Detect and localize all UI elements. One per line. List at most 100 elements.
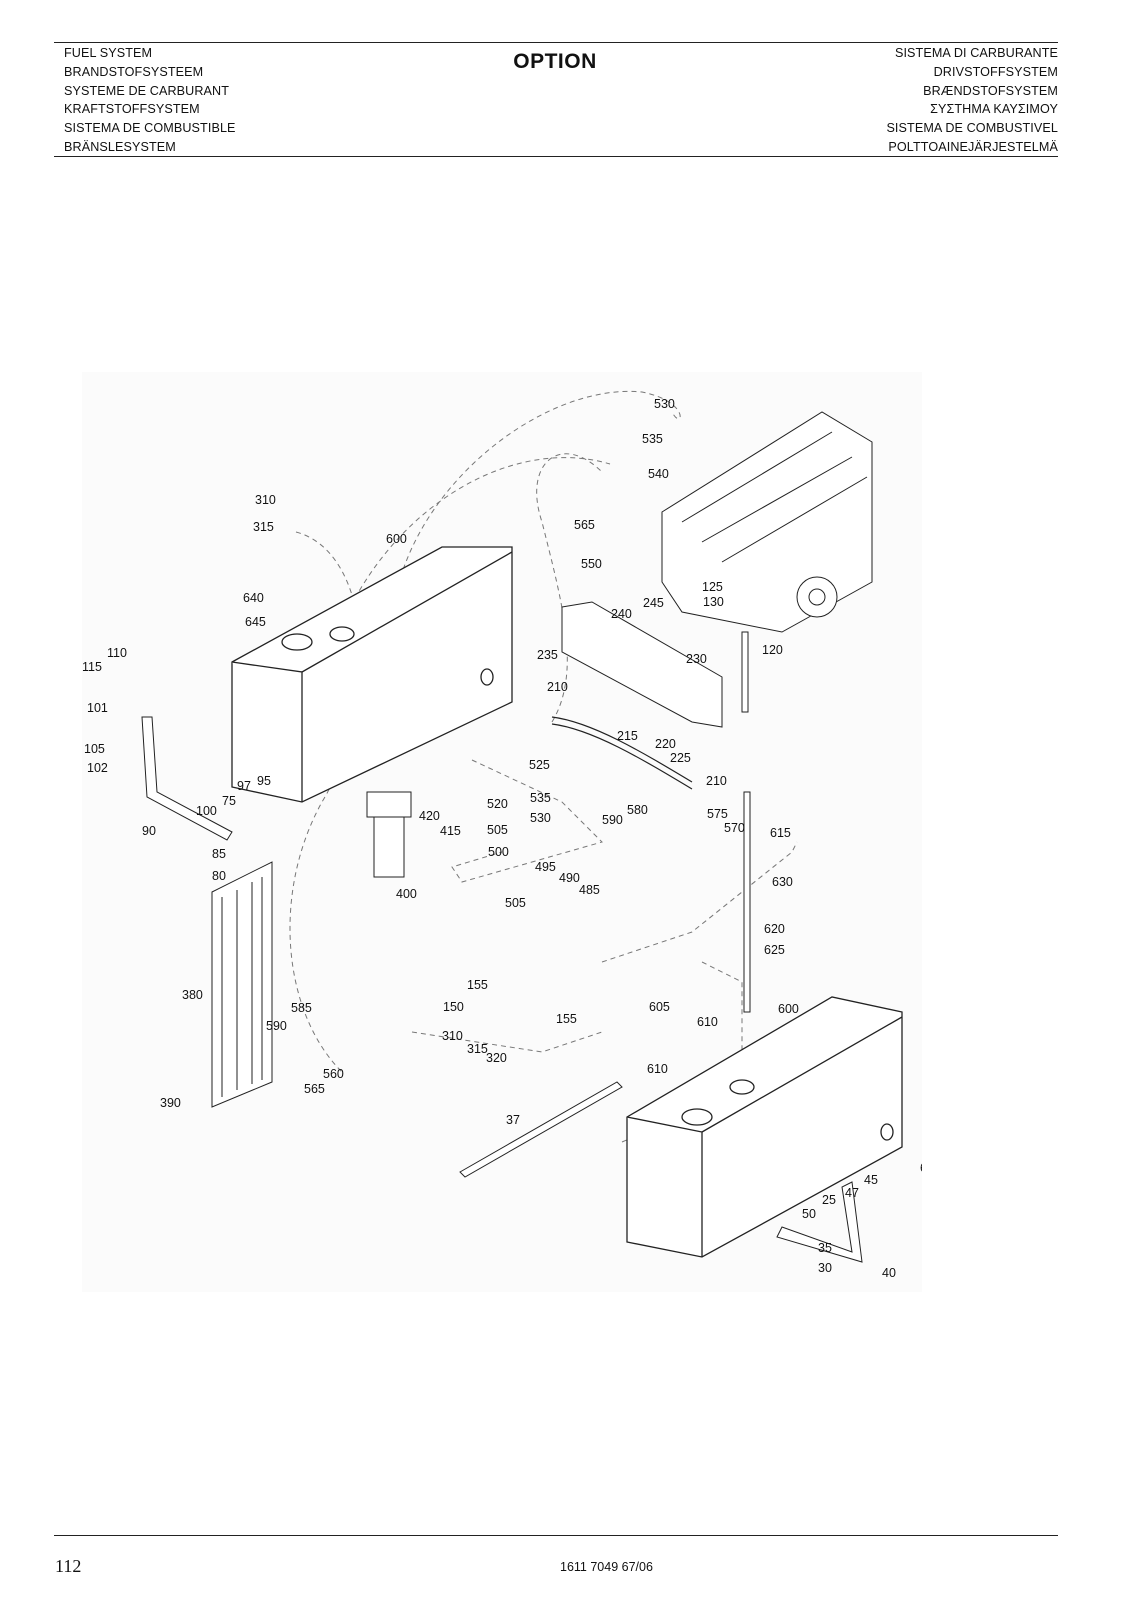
part-label: 500 xyxy=(488,845,509,859)
engine-block xyxy=(661,411,873,633)
header-top-rule xyxy=(54,42,1058,43)
title-sv: BRÄNSLESYSTEM xyxy=(64,139,176,154)
part-label: 400 xyxy=(396,887,417,901)
part-label: 630 xyxy=(772,875,793,889)
part-label: 640 xyxy=(243,591,264,605)
part-label: 155 xyxy=(467,978,488,992)
part-label: 235 xyxy=(537,648,558,662)
part-label: 30 xyxy=(818,1261,832,1275)
part-label: 505 xyxy=(505,896,526,910)
mounting-bracket-rail xyxy=(561,601,723,728)
part-label: 25 xyxy=(822,1193,836,1207)
header-bottom-rule xyxy=(54,156,1058,157)
fuel-filter xyxy=(366,791,412,878)
part-label: 100 xyxy=(196,804,217,818)
part-label: 590 xyxy=(266,1019,287,1033)
header-left-titles: FUEL SYSTEM BRANDSTOFSYSTEEM SYSTEME DE … xyxy=(64,44,236,157)
part-label: 230 xyxy=(686,652,707,666)
part-label: 310 xyxy=(255,493,276,507)
part-label: 130 xyxy=(703,595,724,609)
part-label: 40 xyxy=(882,1266,896,1280)
part-label: 530 xyxy=(654,397,675,411)
part-label: 540 xyxy=(648,467,669,481)
title-el: ΣΥΣΤΗΜΑ ΚΑΥΣΙΜΟΥ xyxy=(930,102,1058,117)
title-fi: POLTTOAINEJÄRJESTELMÄ xyxy=(888,139,1058,154)
part-label: 110 xyxy=(107,646,127,660)
part-label: 565 xyxy=(304,1082,325,1096)
part-label: 220 xyxy=(655,737,676,751)
document-number: 1611 7049 67/06 xyxy=(560,1560,653,1574)
title-de: KRAFTSTOFFSYSTEM xyxy=(64,102,200,117)
part-label: 225 xyxy=(670,751,691,765)
footer-rule xyxy=(54,1535,1058,1536)
part-label: 320 xyxy=(486,1051,507,1065)
rubber-strip xyxy=(459,1081,623,1178)
part-label: 310 xyxy=(442,1029,463,1043)
title-nl: BRANDSTOFSYSTEEM xyxy=(64,64,204,79)
part-label: 605 xyxy=(649,1000,670,1014)
part-label: 610 xyxy=(697,1015,718,1029)
part-label: 535 xyxy=(642,432,663,446)
part-label: 120 xyxy=(762,643,783,657)
part-label: 600 xyxy=(386,532,407,546)
part-label: 585 xyxy=(291,1001,312,1015)
part-label: 535 xyxy=(530,791,551,805)
part-label: 125 xyxy=(702,580,723,594)
part-label: 575 xyxy=(707,807,728,821)
part-label: 625 xyxy=(764,943,785,957)
part-label: 570 xyxy=(724,821,745,835)
part-label: 415 xyxy=(440,824,461,838)
part-label: 525 xyxy=(529,758,550,772)
part-label: 600 xyxy=(778,1002,799,1016)
part-label: 380 xyxy=(182,988,203,1002)
part-label: 155 xyxy=(556,1012,577,1026)
part-label: 315 xyxy=(467,1042,488,1056)
part-label: 47 xyxy=(845,1186,859,1200)
part-label: 550 xyxy=(581,557,602,571)
part-label: 50 xyxy=(802,1207,816,1221)
part-label: 85 xyxy=(212,847,226,861)
part-label: 505 xyxy=(487,823,508,837)
title-es: SISTEMA DE COMBUSTIBLE xyxy=(64,121,236,136)
part-label: 95 xyxy=(257,774,271,788)
title-en: FUEL SYSTEM xyxy=(64,46,153,60)
part-label: 530 xyxy=(530,811,551,825)
part-label: 90 xyxy=(142,824,156,838)
part-label: 65 xyxy=(920,1161,922,1175)
right-fuel-tank xyxy=(626,996,903,1258)
part-label: 590 xyxy=(602,813,623,827)
part-label: 420 xyxy=(419,809,440,823)
part-label: 615 xyxy=(770,826,791,840)
part-label: 390 xyxy=(160,1096,181,1110)
part-label: 97 xyxy=(237,779,251,793)
tank-strap-left xyxy=(141,716,233,841)
part-label: 645 xyxy=(245,615,266,629)
header-right-titles: SISTEMA DI CARBURANTE DRIVSTOFFSYSTEM BR… xyxy=(886,44,1058,157)
part-label: 485 xyxy=(579,883,600,897)
part-label: 115 xyxy=(82,660,102,674)
part-label: 37 xyxy=(506,1113,520,1127)
part-label: 35 xyxy=(818,1241,832,1255)
part-label: 620 xyxy=(764,922,785,936)
part-label: 490 xyxy=(559,871,580,885)
part-label: 150 xyxy=(443,1000,464,1014)
part-label: 240 xyxy=(611,607,632,621)
part-label: 560 xyxy=(323,1067,344,1081)
part-label: 245 xyxy=(643,596,664,610)
part-label: 315 xyxy=(253,520,274,534)
part-label: 101 xyxy=(87,701,108,715)
part-label: 102 xyxy=(87,761,108,775)
tank-strap-right xyxy=(776,1181,863,1263)
title-no: DRIVSTOFFSYSTEM xyxy=(933,64,1058,79)
filter-frame xyxy=(211,861,273,1108)
title-fr: SYSTEME DE CARBURANT xyxy=(64,83,230,98)
option-title: OPTION xyxy=(513,50,597,73)
fuel-hose xyxy=(551,716,693,790)
part-label: 105 xyxy=(84,742,105,756)
page-number: 112 xyxy=(55,1556,82,1576)
left-fuel-tank xyxy=(231,546,513,803)
part-label: 520 xyxy=(487,797,508,811)
part-label: 215 xyxy=(617,729,638,743)
